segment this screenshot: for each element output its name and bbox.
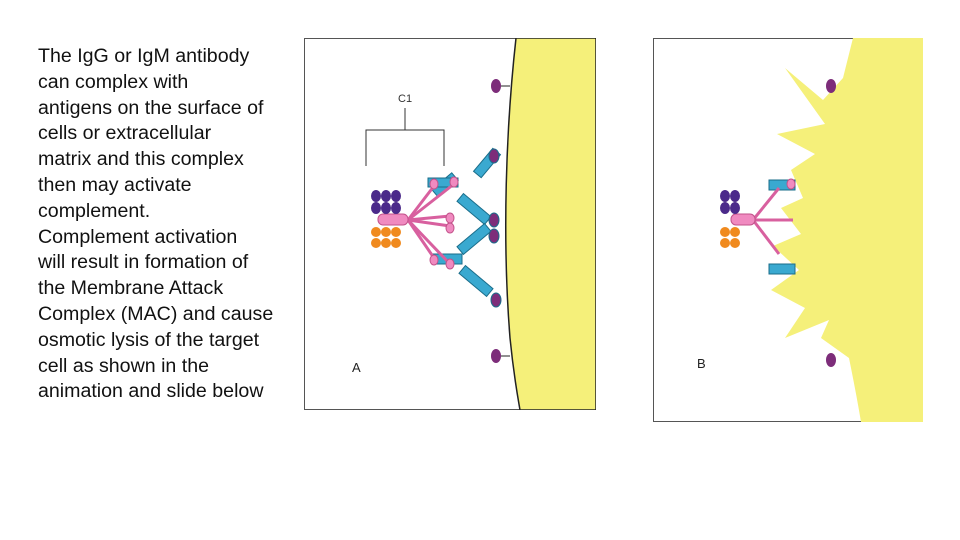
diagram-panel-b: B: [653, 38, 923, 422]
diagram-panel-a: C1 A: [304, 38, 596, 410]
text-line: the Membrane Attack: [38, 276, 290, 302]
text-line: matrix and this complex: [38, 147, 290, 173]
c1-label: C1: [398, 93, 412, 105]
text-line: osmotic lysis of the target: [38, 328, 290, 354]
panel-a-illustration: C1: [304, 38, 596, 410]
target-cell: [506, 38, 596, 410]
text-line: cells or extracellular: [38, 121, 290, 147]
panel-b-label: B: [697, 356, 706, 371]
description-text: The IgG or IgM antibody can complex with…: [38, 44, 290, 410]
panel-a-label: A: [352, 360, 361, 375]
surface-antigen: [491, 79, 501, 93]
text-line: antigens on the surface of: [38, 96, 290, 122]
text-line: The IgG or IgM antibody: [38, 44, 290, 70]
text-line: can complex with: [38, 70, 290, 96]
text-line: cell as shown in the: [38, 354, 290, 380]
surface-antigen: [826, 79, 836, 93]
surface-antigen: [491, 349, 501, 363]
text-line: Complement activation: [38, 225, 290, 251]
text-line: then may activate: [38, 173, 290, 199]
text-line: will result in formation of: [38, 250, 290, 276]
text-line: complement.: [38, 199, 290, 225]
text-line: animation and slide below: [38, 379, 290, 405]
panel-b-illustration: [653, 38, 923, 422]
surface-antigen: [826, 353, 836, 367]
text-line: Complex (MAC) and cause: [38, 302, 290, 328]
